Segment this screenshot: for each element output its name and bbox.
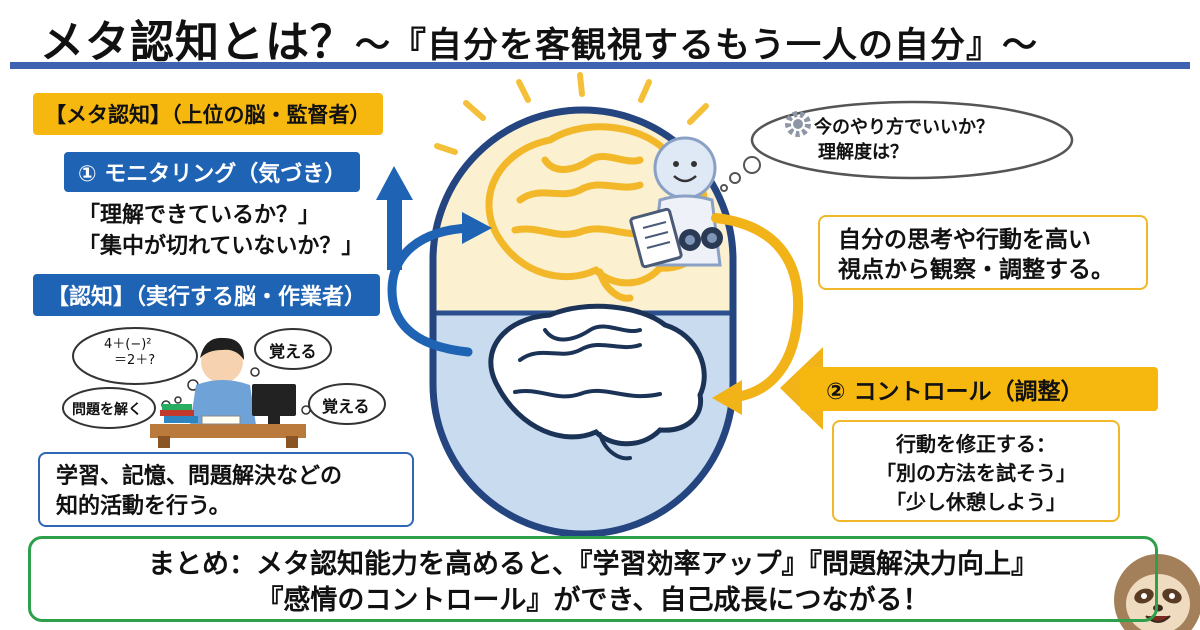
title-main: メタ認知とは？	[40, 17, 355, 68]
thought-bubble-text: 今のやり方でいいか？ 理解度は？	[814, 115, 994, 165]
cognition-description-box: 学習、記憶、問題解決などの 知的活動を行う。	[38, 452, 414, 527]
monitoring-label: ① モニタリング（気づき）	[64, 152, 361, 192]
control-description-box: 行動を修正する： 「別の方法を試そう」 「少し休憩しよう」	[832, 420, 1120, 522]
cognition-description-line: 学習、記憶、問題解決などの	[56, 464, 343, 489]
summary-box: まとめ：メタ認知能力を高めると、『学習効率アップ』『問題解決力向上』 『感情のコ…	[28, 536, 1158, 622]
control-heading: 行動を修正する：	[896, 432, 1056, 456]
meta-cognition-header: 【メタ認知】（上位の脳・監督者）	[33, 93, 383, 135]
monitoring-question: 「理解できているか？」	[78, 203, 321, 228]
bubble-remember: 覚える	[269, 342, 317, 361]
meta-description-box: 自分の思考や行動を高い 視点から観察・調整する。	[818, 215, 1148, 290]
cognition-description-line: 知的活動を行う。	[56, 494, 231, 519]
glow-rays	[434, 72, 709, 155]
gear-icon	[785, 111, 811, 137]
control-label: ② コントロール（調整）	[800, 367, 1158, 411]
bubble-remember: 覚える	[322, 397, 370, 416]
meta-description-line: 自分の思考や行動を高い	[838, 227, 1091, 253]
meta-description-line: 視点から観察・調整する。	[838, 257, 1114, 283]
student-illustration	[62, 327, 386, 448]
monitoring-questions: 「理解できているか？」 「集中が切れていないか？」	[78, 200, 363, 262]
math-expression: 4＋(−)²	[104, 337, 152, 352]
bubble-solve-problem: 問題を解く	[72, 402, 142, 418]
math-expression: ＝2＋?	[114, 353, 156, 368]
cognition-header: 【認知】（実行する脳・作業者）	[33, 274, 381, 316]
binoculars-icon	[679, 227, 723, 251]
page-title: メタ認知とは？～『自分を客観視するもう一人の自分』～	[40, 6, 1038, 70]
summary-line: 『感情のコントロール』ができ、自己成長につながる！	[256, 585, 930, 616]
monitoring-question: 「集中が切れていないか？」	[78, 234, 364, 259]
thought-line: 理解度は？	[818, 142, 908, 163]
lower-brain	[488, 303, 707, 461]
thought-bubble	[720, 100, 1074, 192]
title-divider	[10, 62, 1190, 69]
math-bubble-text: 4＋(−)² ＝2＋?	[104, 337, 155, 369]
title-subtitle: ～『自分を客観視するもう一人の自分』～	[355, 26, 1038, 66]
observer-character-icon	[629, 136, 723, 269]
control-line: 「少し休憩しよう」	[886, 490, 1066, 514]
control-line: 「別の方法を試そう」	[876, 461, 1076, 485]
monitoring-arrow	[376, 166, 492, 357]
summary-line: まとめ：メタ認知能力を高めると、『学習効率アップ』『問題解決力向上』	[148, 549, 1038, 580]
thought-line: 今のやり方でいいか？	[814, 117, 994, 138]
